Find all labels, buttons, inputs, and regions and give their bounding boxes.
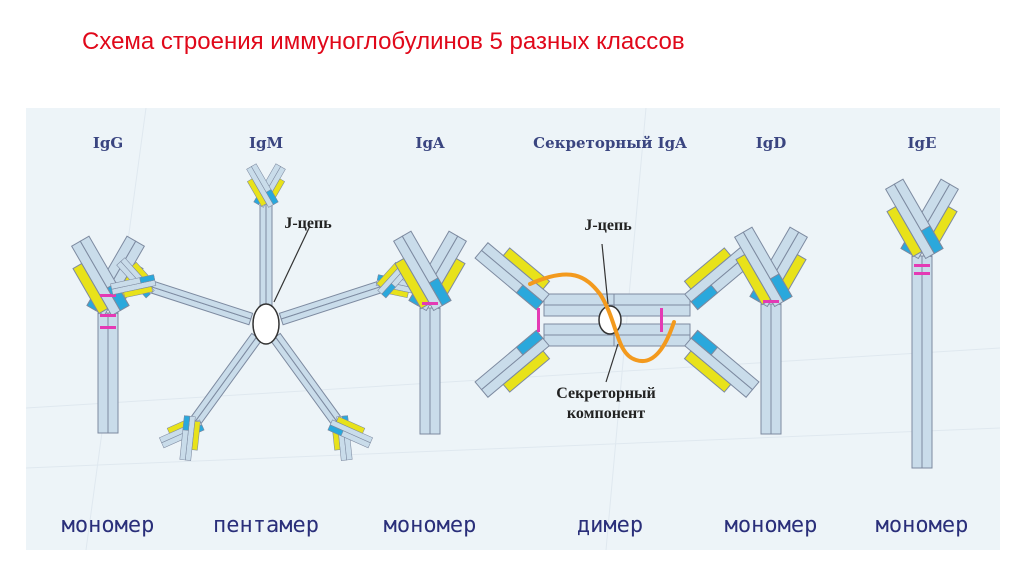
siga-j-chain-label: J-цепь <box>584 217 632 234</box>
ige-label: IgE <box>908 134 937 152</box>
igm-structure <box>110 163 422 462</box>
igg-label: IgG <box>93 134 123 152</box>
siga-secretory-pointer <box>605 343 619 383</box>
immunoglobulin-diagram: IgG IgM IgA Секреторный IgA IgD IgE J-це… <box>26 108 1000 550</box>
ige-structure <box>876 178 968 469</box>
diagram-panel <box>26 108 1000 550</box>
siga-j-chain-pointer <box>601 243 609 305</box>
igm-form-label: пентамер <box>213 513 319 538</box>
iga-label: IgA <box>415 134 445 152</box>
igm-j-chain <box>252 303 280 345</box>
igd-form-label: мономер <box>725 513 818 538</box>
background-grid <box>26 108 1000 550</box>
siga-form-label: димер <box>577 513 643 538</box>
siga-label: Секреторный IgA <box>533 134 687 152</box>
iga-structure <box>384 230 476 435</box>
iga-form-label: мономер <box>384 513 477 538</box>
igm-label: IgM <box>249 134 283 152</box>
igd-structure <box>725 226 817 435</box>
igm-j-chain-pointer <box>273 225 311 303</box>
igd-label: IgD <box>756 134 787 152</box>
ige-form-label: мономер <box>876 513 969 538</box>
slide-title: Схема строения иммуноглобулинов 5 разных… <box>82 28 685 55</box>
siga-structure <box>474 234 760 406</box>
igm-j-chain-label: J-цепь <box>284 215 332 232</box>
igg-form-label: мономер <box>62 513 155 538</box>
igg-structure <box>62 235 154 434</box>
siga-secretory-label-line2: компонент <box>567 405 645 422</box>
siga-secretory-label-line1: Секреторный <box>556 385 656 402</box>
siga-secretory-component <box>528 272 676 364</box>
